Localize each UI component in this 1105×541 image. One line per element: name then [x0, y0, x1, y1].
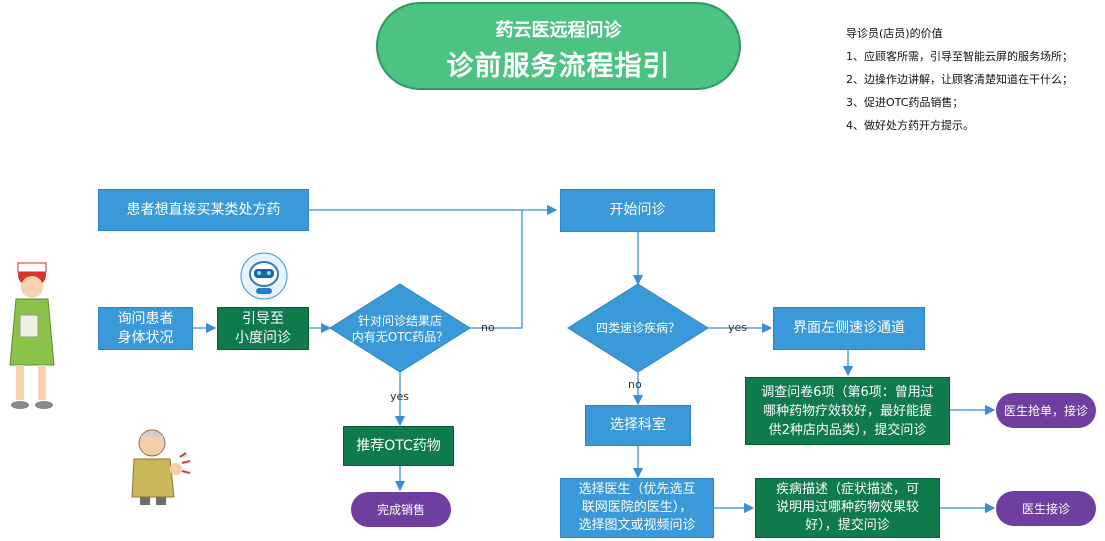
notes-item: 2、边操作边讲解，让顾客清楚知道在干什么；: [846, 73, 1073, 86]
doctor-grab-text: 医生抢单，接诊: [1003, 404, 1088, 418]
select-doctor-line2: 联网医院的医生），: [581, 500, 693, 515]
buy-prescription-text: 患者想直接买某类处方药: [126, 201, 281, 218]
notes-heading: 导诊员(店员)的价值: [846, 27, 943, 40]
select-department-text: 选择科室: [610, 417, 666, 433]
questionnaire-line2: 哪种药物疗效较好，最好能提: [762, 403, 932, 419]
title-line2: 诊前服务流程指引: [446, 51, 671, 82]
decision-otc-text: 针对问诊结果店 内有无OTC药品？: [334, 312, 466, 346]
decision-4-diamond: [567, 283, 709, 373]
sick-elder-illustration: [131, 429, 191, 505]
recommend-otc-text: 推荐OTC药物: [356, 437, 441, 454]
questionnaire-line3: 供2种店内品类），提交问诊: [768, 422, 927, 438]
line-decision-no: [460, 210, 523, 329]
title-pill: 药云医远程问诊 诊前服务流程指引: [376, 2, 741, 90]
label-no-2: no: [628, 378, 642, 391]
start-consultation-text: 开始问诊: [609, 202, 666, 218]
select-doctor-line3: 选择图文或视频问诊: [578, 518, 696, 533]
start-consultation-box: 开始问诊: [560, 189, 715, 232]
decision-otc-line2: 内有无OTC药品？: [351, 330, 449, 344]
decision-4-line1: 四类速诊疾病？: [595, 320, 680, 335]
doctor-accept-pill: 医生接诊: [996, 491, 1096, 526]
fast-channel-box: 界面左侧速诊通道: [773, 307, 925, 350]
describe-line1: 疾病描述（症状描述，可: [775, 482, 919, 497]
doctor-accept-text: 医生接诊: [1021, 502, 1070, 516]
notes-item: 1、应顾客所需，引导至智能云屏的服务场所；: [846, 50, 1073, 63]
ask-patient-box: 询问患者 身体状况: [98, 307, 193, 350]
buy-prescription-box: 患者想直接买某类处方药: [98, 189, 309, 231]
select-doctor-line1: 选择医生（优先选互: [578, 482, 696, 497]
describe-line2: 说明用过哪种药物效果较: [775, 500, 919, 515]
notes-item: 3、促进OTC药品销售；: [846, 96, 964, 109]
decision-4-text: 四类速诊疾病？: [574, 318, 702, 338]
doctor-grab-pill: 医生抢单，接诊: [996, 393, 1096, 428]
title-line1: 药云医远程问诊: [495, 20, 622, 41]
nurse-illustration: [9, 262, 55, 409]
select-doctor-box: 选择医生（优先选互 联网医院的医生）， 选择图文或视频问诊: [560, 478, 714, 538]
questionnaire-line1: 调查问卷6项（第6项：曾用过: [761, 384, 934, 400]
fast-channel-text: 界面左侧速诊通道: [793, 320, 905, 336]
select-department-box: 选择科室: [585, 405, 691, 446]
recommend-otc-box: 推荐OTC药物: [343, 426, 454, 466]
decision-otc-diamond: [329, 283, 471, 373]
describe-disease-box: 疾病描述（症状描述，可 说明用过哪种药物效果较 好），提交问诊: [755, 478, 940, 538]
label-no-1: no: [481, 321, 495, 334]
guide-line1: 引导至: [242, 310, 284, 327]
guide-line2: 小度问诊: [235, 329, 291, 346]
questionnaire-box: 调查问卷6项（第6项：曾用过 哪种药物疗效较好，最好能提 供2种店内品类），提交…: [745, 377, 950, 445]
decision-otc-line1: 针对问诊结果店: [357, 314, 442, 328]
complete-sale-text: 完成销售: [376, 503, 425, 517]
label-yes-1: yes: [390, 390, 410, 403]
label-yes-2: yes: [728, 321, 748, 334]
guide-xiaodu-box: 引导至 小度问诊: [217, 307, 309, 350]
describe-line3: 好），提交问诊: [805, 518, 890, 533]
value-notes: 导诊员(店员)的价值 1、应顾客所需，引导至智能云屏的服务场所； 2、边操作边讲…: [846, 22, 1101, 137]
robot-logo: [240, 252, 288, 300]
ask-patient-line1: 询问患者: [117, 310, 174, 327]
complete-sale-pill: 完成销售: [351, 492, 451, 527]
notes-item: 4、做好处方药开方提示。: [846, 119, 974, 132]
ask-patient-line2: 身体状况: [117, 329, 174, 346]
